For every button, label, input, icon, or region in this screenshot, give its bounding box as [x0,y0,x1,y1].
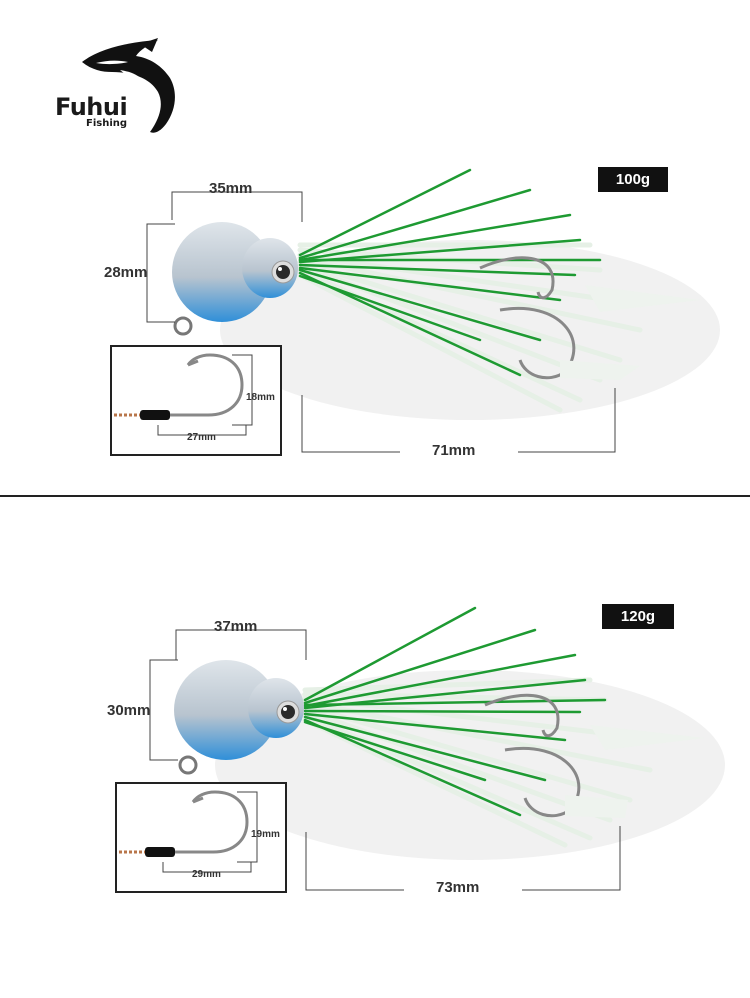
hook-height-label: 18mm [246,392,275,403]
hook-icon [114,353,253,436]
head-height-label: 28mm [104,264,148,281]
hook-detail-inset: 18mm 27mm [110,345,282,456]
section-divider [0,495,750,497]
hook-height-label: 19mm [251,829,280,840]
hook-icon [119,790,258,873]
total-length-label: 73mm [436,879,480,896]
head-width-label: 37mm [214,618,258,635]
total-length-label: 71mm [432,442,476,459]
head-width-label: 35mm [209,180,253,197]
brand-name: Fuhui [55,93,128,121]
fish-logo-icon [82,38,175,133]
weight-badge: 120g [602,604,674,629]
hook-length-label: 27mm [187,432,216,443]
brand-subtitle: Fishing [86,118,128,129]
head-height-label: 30mm [107,702,151,719]
hook-length-label: 29mm [192,869,221,880]
hook-detail-inset: 19mm 29mm [115,782,287,893]
lure-photo-100g [146,168,720,453]
weight-badge: 100g [598,167,668,192]
